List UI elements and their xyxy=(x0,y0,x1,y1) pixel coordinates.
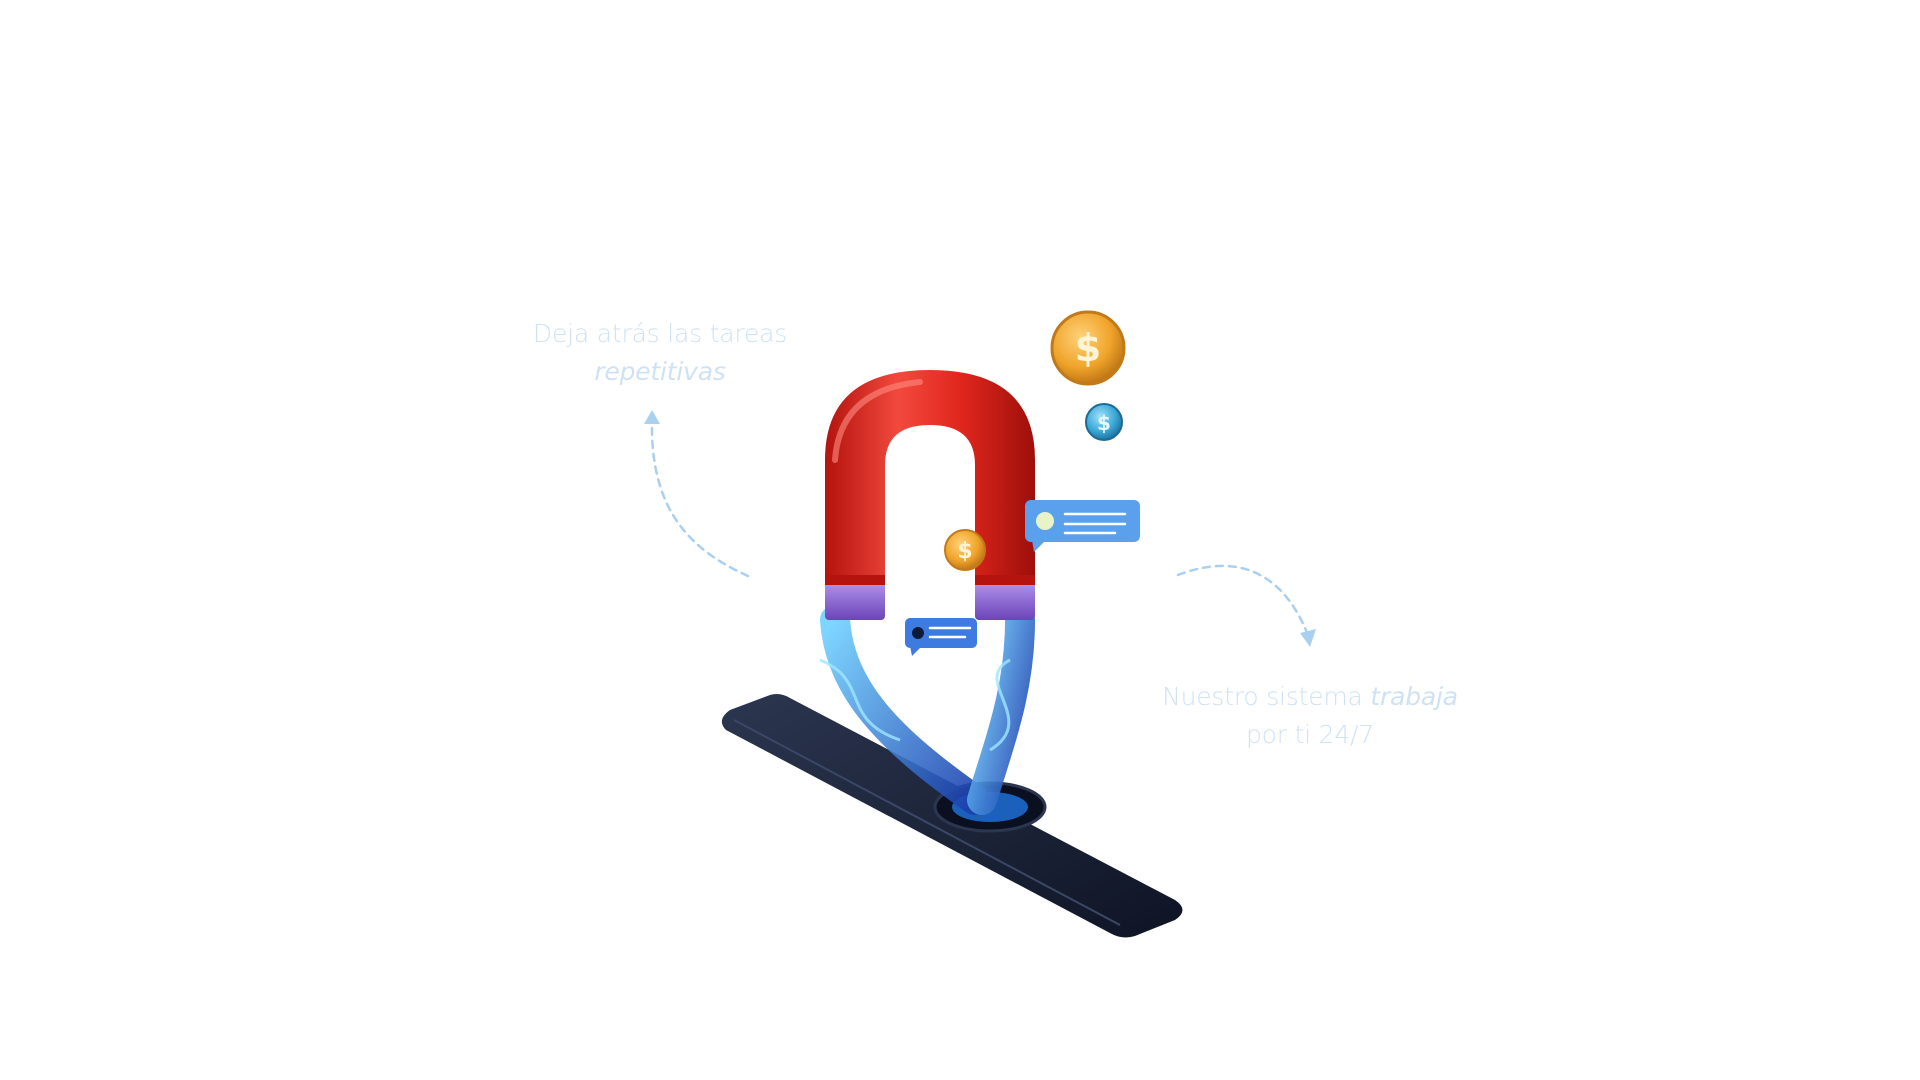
caption-right-line1: Nuestro sistema trabaja xyxy=(1162,682,1458,711)
caption-left: Deja atrás las tareas repetitivas xyxy=(520,315,800,391)
svg-text:$: $ xyxy=(1097,411,1111,435)
dashed-curved-arrow-icon xyxy=(644,410,750,578)
dollar-coin-icon: $ xyxy=(944,529,986,571)
caption-left-line2: repetitivas xyxy=(594,357,726,386)
smartphone-icon xyxy=(721,694,1183,938)
magnetic-field-icon xyxy=(819,605,1035,815)
magnet-phone-illustration: $ $ $ xyxy=(721,310,1183,938)
dollar-coin-icon: $ xyxy=(1085,403,1123,441)
caption-right-line2: por ti 24/7 xyxy=(1245,720,1375,749)
svg-text:$: $ xyxy=(1075,326,1101,370)
caption-left-line1: Deja atrás las tareas xyxy=(532,319,788,348)
dollar-coin-icon: $ xyxy=(1050,310,1126,386)
chat-bubble-icon xyxy=(1025,500,1140,552)
chat-bubble-icon xyxy=(905,618,977,656)
svg-text:$: $ xyxy=(957,539,972,564)
caption-right: Nuestro sistema trabaja por ti 24/7 xyxy=(1160,678,1460,754)
dashed-curved-arrow-icon xyxy=(1176,564,1316,647)
magnet-icon xyxy=(825,370,1035,620)
